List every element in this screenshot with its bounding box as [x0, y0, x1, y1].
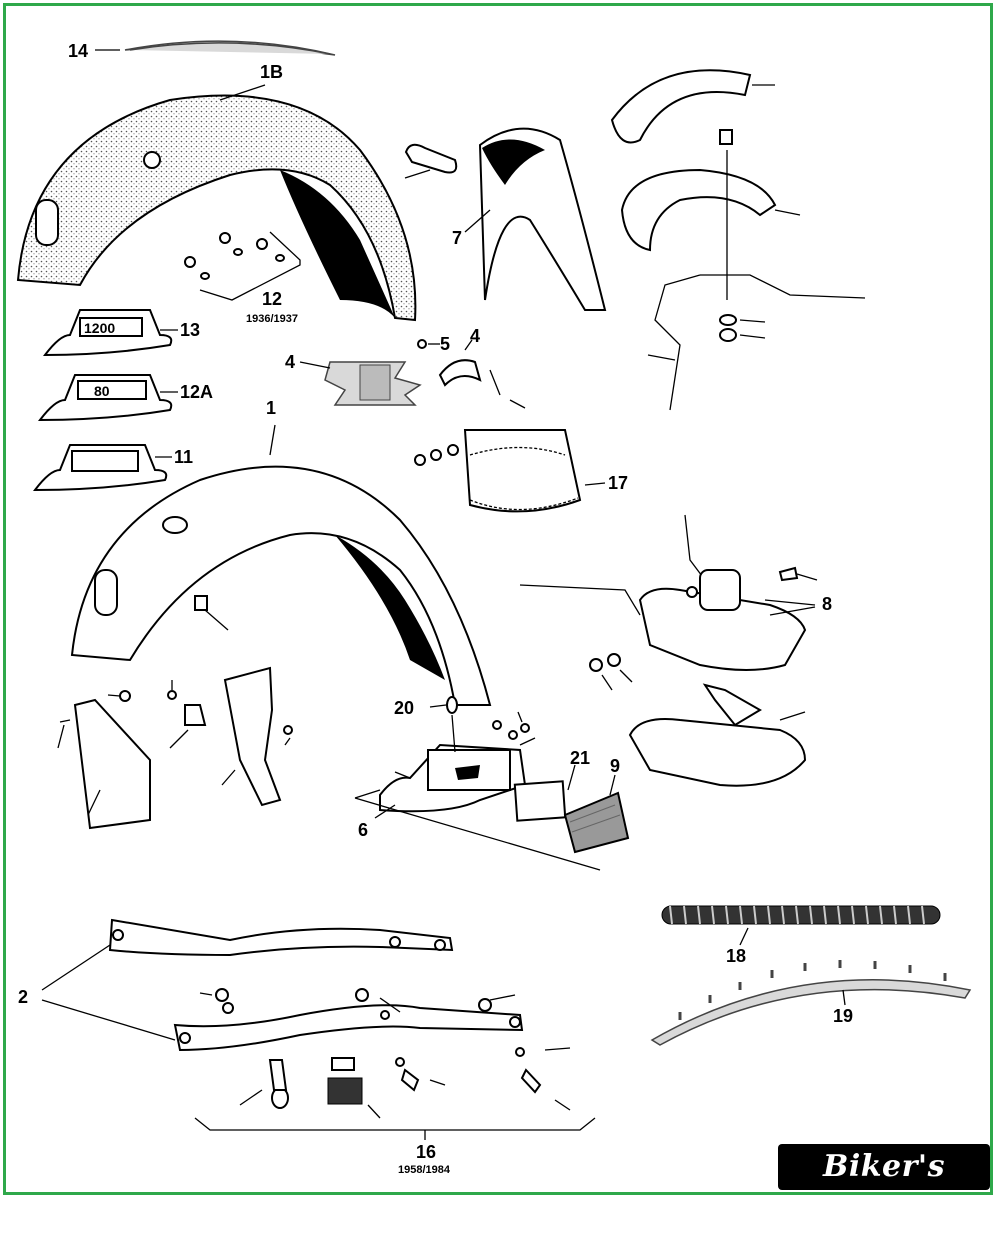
- hardware-kit-16: [194, 988, 596, 1140]
- tail-lamp-housing-8: [519, 514, 818, 671]
- label-5: 5: [440, 334, 450, 354]
- label-16: 16: [416, 1142, 436, 1162]
- badge-13: [42, 309, 178, 357]
- spring-18: [661, 905, 941, 946]
- label-1B: 1B: [260, 62, 283, 82]
- badge-12A: [37, 374, 178, 422]
- badge-12A-text: 80: [94, 383, 110, 399]
- label-21: 21: [570, 748, 590, 768]
- label-16-note: 1958/1984: [398, 1164, 451, 1176]
- badge-13-text: 1200: [84, 320, 115, 336]
- label-13: 13: [180, 320, 200, 340]
- trim-19: [650, 960, 972, 1046]
- lens-21: [513, 764, 576, 822]
- exploded-parts-diagram: 14 1B 12 1936/1937 7: [16, 40, 972, 1176]
- page-frame: [3, 3, 993, 1195]
- label-19: 19: [833, 1006, 853, 1026]
- label-2: 2: [18, 987, 28, 1007]
- label-11: 11: [174, 447, 193, 467]
- fender-strut-2: [41, 918, 524, 1052]
- label-8: 8: [822, 594, 832, 614]
- label-7: 7: [452, 228, 462, 248]
- brand-logo: Biker's Store: [778, 1144, 990, 1230]
- label-12: 12: [262, 289, 282, 309]
- label-18: 18: [726, 946, 746, 966]
- nuts-8: [589, 653, 633, 691]
- label-1: 1: [266, 398, 276, 418]
- luggage-rack: [610, 69, 866, 411]
- brand-logo-text: Biker's Store: [822, 1149, 945, 1230]
- label-12A: 12A: [180, 382, 213, 402]
- label-17: 17: [608, 473, 628, 493]
- label-14: 14: [68, 41, 88, 61]
- label-4a: 4: [285, 352, 295, 372]
- front-fender-1B: [16, 84, 417, 322]
- bracket-plate: [57, 690, 151, 830]
- trim-strip-14: [95, 40, 336, 56]
- label-6: 6: [358, 820, 368, 840]
- fender-skirt-17: [414, 429, 606, 513]
- lamp-lens-9: [563, 774, 630, 854]
- fender-brace: [167, 666, 293, 807]
- rear-fender-1: [70, 424, 492, 706]
- label-12-note: 1936/1937: [246, 313, 298, 325]
- fender-tip-7: [404, 127, 607, 311]
- label-4b: 4: [470, 326, 480, 346]
- label-9: 9: [610, 756, 620, 776]
- hinge-4: [299, 339, 526, 409]
- badge-11: [32, 444, 172, 492]
- license-bracket-6: [354, 696, 601, 871]
- lamp-housing-lower: [628, 683, 807, 787]
- label-20: 20: [394, 698, 414, 718]
- bolt-set-12: [184, 231, 301, 301]
